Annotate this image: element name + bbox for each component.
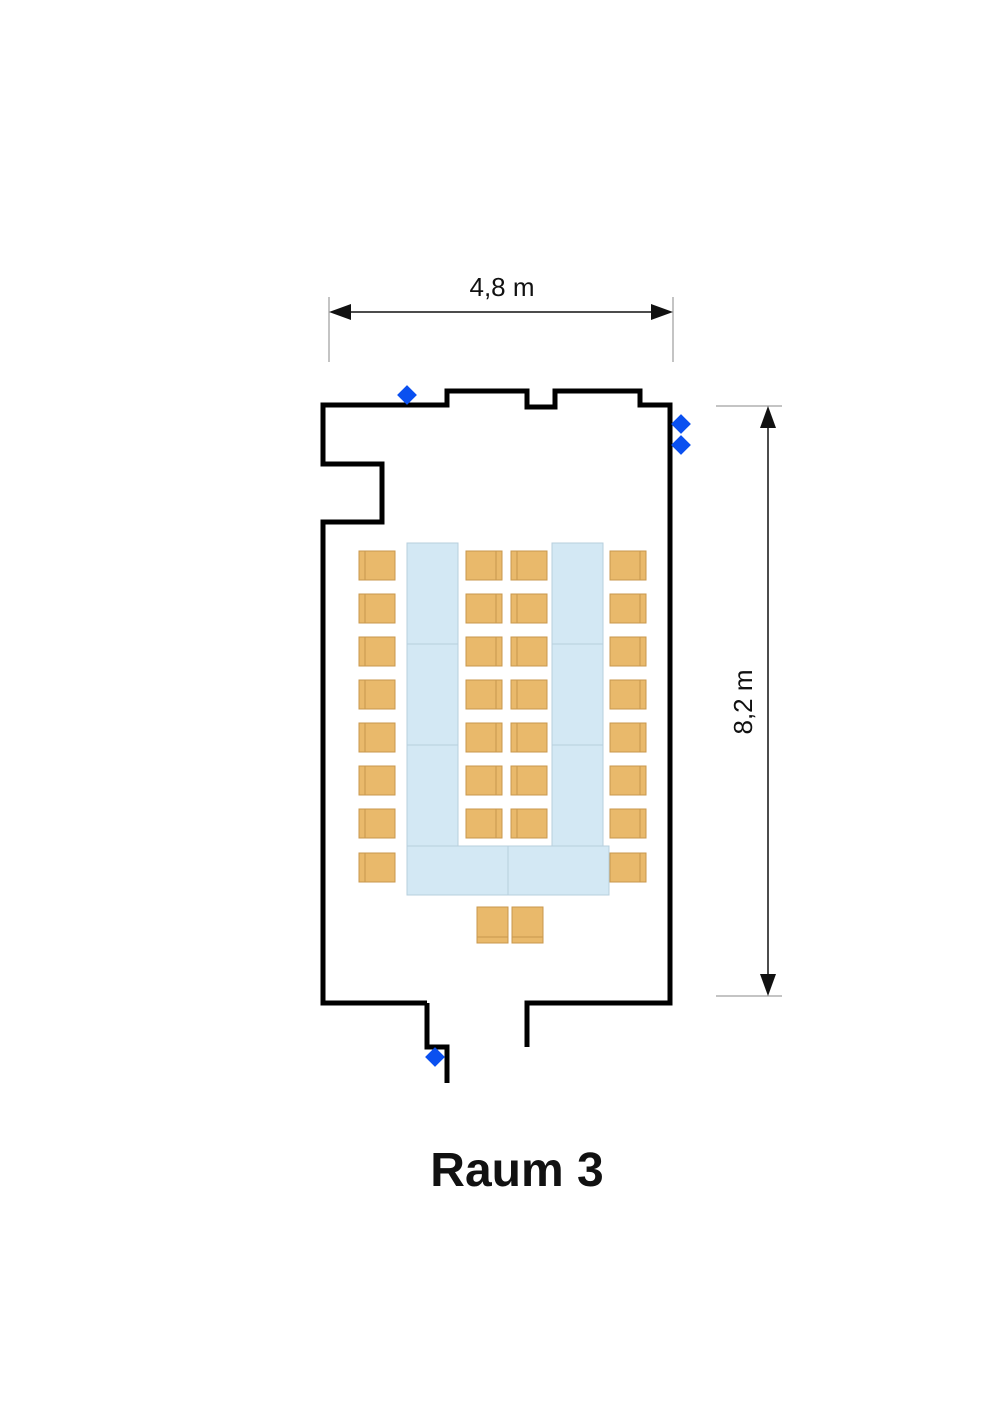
table [551,542,604,645]
chair [465,550,503,581]
room-title: Raum 3 [430,1144,604,1197]
chair [609,765,647,796]
table [406,542,459,645]
table [507,845,610,896]
tables [406,542,610,896]
chair [358,852,396,883]
arrowhead-icon [760,974,776,996]
chair [358,722,396,753]
table [551,744,604,847]
chair [465,765,503,796]
chair [609,550,647,581]
arrowhead-icon [329,304,351,320]
chair [358,808,396,839]
chair [358,765,396,796]
chair [609,636,647,667]
chair [511,906,544,944]
blue-diamond-icon [397,385,417,405]
chair [358,593,396,624]
length-dimension: 8,2 m [716,405,782,997]
chair [476,906,509,944]
chair [358,679,396,710]
chair [465,593,503,624]
chair [465,679,503,710]
table [406,845,509,896]
chair [510,593,548,624]
blue-diamond-icon [671,414,691,434]
blue-diamond-icon [425,1047,445,1067]
chair [609,808,647,839]
chair [609,852,647,883]
chair [358,550,396,581]
arrowhead-icon [651,304,673,320]
chair [609,722,647,753]
door-jamb-wall [424,1003,450,1083]
blue-diamond-icon [671,435,691,455]
width-dimension: 4,8 m [328,272,674,362]
chairs [358,550,647,944]
table [406,643,459,746]
wall-outline [320,388,673,1047]
chair [609,679,647,710]
room-walls [320,388,673,1083]
chair [510,722,548,753]
chair [465,808,503,839]
table [406,744,459,847]
chair [510,550,548,581]
length-label: 8,2 m [728,669,758,734]
chair [510,765,548,796]
chair [510,679,548,710]
chair [465,636,503,667]
arrowhead-icon [760,406,776,428]
chair [465,722,503,753]
chair [510,636,548,667]
width-label: 4,8 m [469,272,534,302]
chair [510,808,548,839]
table [551,643,604,746]
chair [358,636,396,667]
chair [609,593,647,624]
